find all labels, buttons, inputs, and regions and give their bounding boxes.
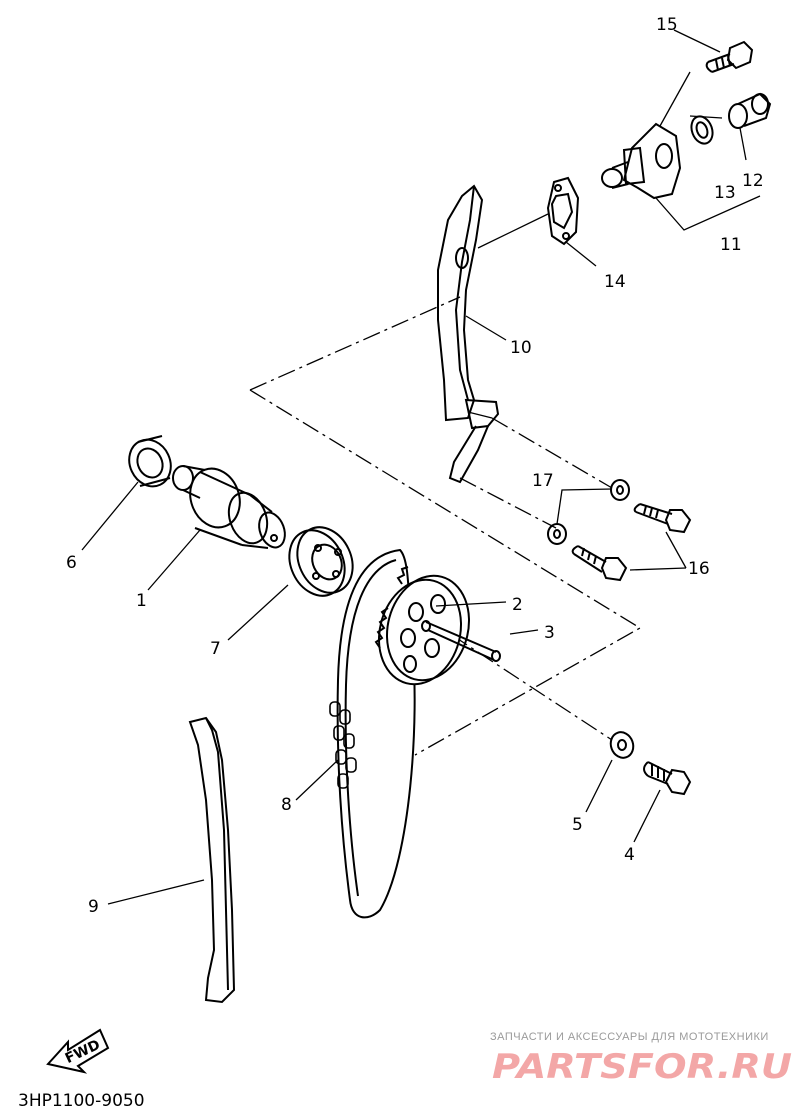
drawing-code: 3HP1100-9050 [18,1091,145,1111]
guide-bolts [571,503,692,582]
callout-8: 8 [281,795,292,815]
watermark-caption: ЗАПЧАСТИ И АКСЕССУАРЫ ДЛЯ МОТОТЕХНИКИ [490,1031,769,1043]
camshaft-bearing-large [288,526,354,597]
callout-9: 9 [88,897,99,917]
callout-labels: 1 2 3 4 5 6 7 8 9 10 11 12 13 14 15 16 1… [66,15,764,917]
callout-5: 5 [572,815,583,835]
camshaft-bearing-small [128,435,172,488]
sprocket-bolt [643,761,692,796]
phantom-reference-lines [249,296,642,756]
tensioner-cap-bolt [728,92,772,129]
tensioner-gasket [546,176,580,246]
sprocket-washer [609,731,635,759]
callout-15: 15 [656,15,678,35]
tensioner-o-ring [690,115,714,145]
callout-2: 2 [512,595,523,615]
callout-1: 1 [136,591,147,611]
chain-guide-intake [437,184,500,484]
dowel-pin [425,621,501,662]
callout-10: 10 [510,338,532,358]
cam-chain-tensioner [601,122,682,200]
guide-washers [547,479,630,545]
callout-11: 11 [720,235,742,255]
watermark-brand: PARTSFOR.RU [492,1047,792,1087]
chain-guide-exhaust [188,716,236,1004]
tensioner-bolt [705,40,754,73]
callout-17: 17 [532,471,554,491]
callout-16: 16 [688,559,710,579]
callout-3: 3 [544,623,555,643]
watermark: ЗАПЧАСТИ И АКСЕССУАРЫ ДЛЯ МОТОТЕХНИКИ PA… [490,1031,792,1087]
fwd-arrow-icon [46,1028,110,1074]
callout-13: 13 [714,183,736,203]
leader-lines [81,29,761,905]
callout-12: 12 [742,171,764,191]
camshaft [172,465,286,549]
callout-7: 7 [210,639,221,659]
callout-14: 14 [604,272,626,292]
cam-sprocket [374,566,470,686]
callout-4: 4 [624,845,635,865]
callout-6: 6 [66,553,77,573]
